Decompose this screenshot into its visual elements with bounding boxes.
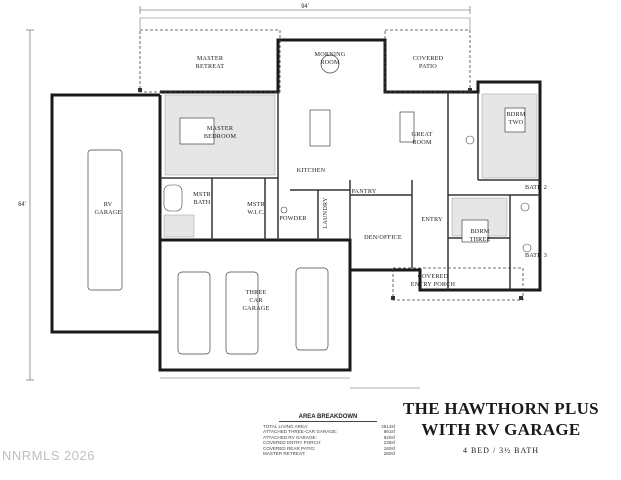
area-label: MASTER RETREAT: (263, 451, 306, 457)
entry-label: ENTRY (421, 216, 443, 223)
exterior-walls (50, 38, 542, 372)
area-row: ATTACHED RV GARAGE: 920sf (251, 435, 395, 440)
laundry-label: LAUNDRY (322, 197, 329, 229)
floor-plan: 94' 64' (18, 4, 547, 389)
area-label: TOTAL LIVING AREA: (263, 424, 309, 429)
area-label: ATTACHED RV GARAGE: (263, 434, 317, 440)
bath-3-label: BATH 3 (525, 252, 547, 259)
depth-dimension: 64' (18, 202, 26, 208)
area-label: ATTACHED THREE-CAR GARAGE: (263, 429, 338, 435)
area-breakdown: AREA BREAKDOWN TOTAL LIVING AREA:2514sf … (251, 414, 395, 456)
pantry-label: PANTRY (351, 188, 376, 195)
area-breakdown-heading: AREA BREAKDOWN (279, 414, 377, 422)
covered-outlines (139, 29, 524, 301)
plan-subtitle: 4 BED / 3½ BATH (462, 446, 540, 455)
area-value: 236sf (383, 440, 395, 446)
powder-label: POWDER (279, 215, 307, 222)
den-office-label: DEN/OFFICE (364, 234, 402, 241)
plan-title-line-1: THE HAWTHORN PLUS (403, 399, 599, 418)
roof-line (139, 17, 471, 30)
area-row: ATTACHED THREE-CAR GARAGE: 861sf (251, 429, 395, 434)
kitchen-label: KITCHEN (297, 167, 326, 174)
area-value: 2514sf (381, 424, 395, 429)
plan-title-line-2: WITH RV GARAGE (421, 420, 581, 439)
interior-walls (160, 92, 540, 290)
area-value: 920sf (383, 434, 395, 440)
area-value: 280sf (383, 451, 395, 457)
porch-columns (138, 88, 523, 300)
plan-title-block: THE HAWTHORN PLUS WITH RV GARAGE 4 BED /… (396, 398, 606, 455)
width-dimension: 94' (301, 4, 309, 10)
dimension-lines (26, 6, 471, 381)
area-label: COVERED REAR PATIO: (263, 445, 316, 451)
driveway (160, 377, 420, 389)
area-label: COVERED ENTRY PORCH: (263, 440, 322, 446)
area-row: TOTAL LIVING AREA: 2514sf (251, 424, 395, 429)
area-row: COVERED ENTRY PORCH: 236sf (251, 440, 395, 445)
furniture (87, 54, 526, 355)
area-value: 160sf (383, 445, 395, 451)
watermark: NNRMLS 2026 (2, 448, 95, 463)
area-row: MASTER RETREAT: 280sf (251, 451, 395, 456)
area-row: COVERED REAR PATIO: 160sf (251, 446, 395, 451)
bath-2-label: BATH 2 (525, 184, 547, 191)
area-value: 861sf (383, 429, 395, 435)
fixtures (163, 135, 532, 253)
